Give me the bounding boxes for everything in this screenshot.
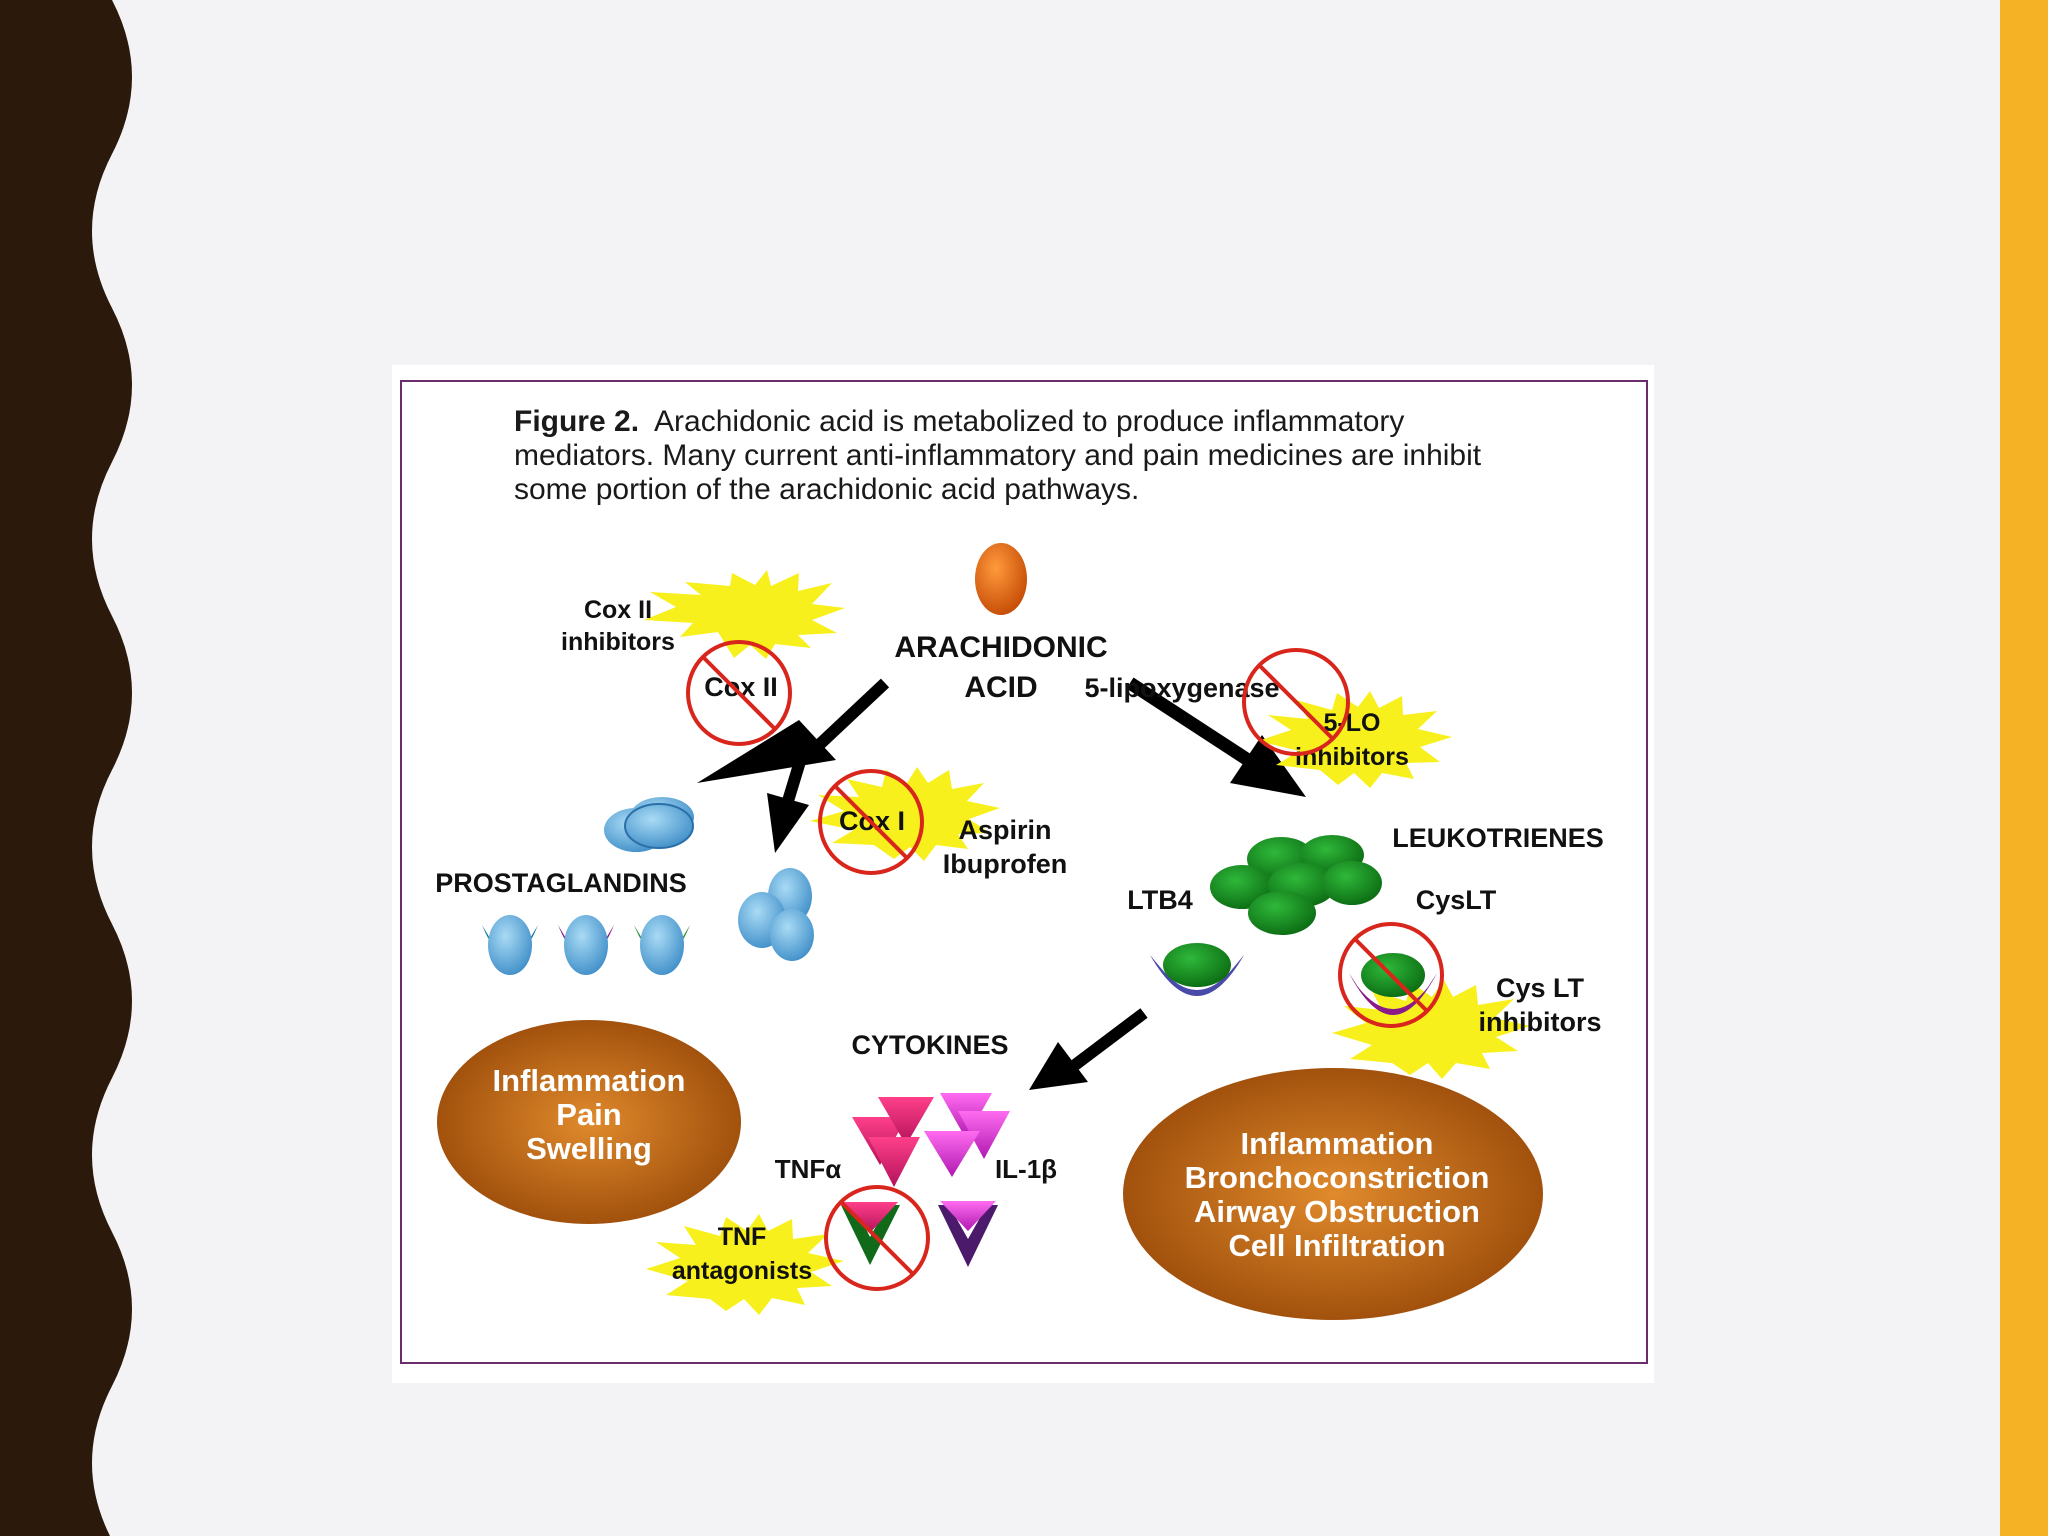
right-outcome-oval [1123, 1068, 1543, 1320]
prostaglandins-label: PROSTAGLANDINS [435, 868, 687, 898]
il1-receptor [938, 1201, 998, 1267]
il1b-label: IL-1β [995, 1154, 1057, 1184]
right-outcome-line2: Bronchoconstriction [1185, 1160, 1490, 1195]
right-outcome-line1: Inflammation [1241, 1126, 1434, 1161]
cytokine-triangles [852, 1093, 1010, 1187]
right-outcome-line3: Airway Obstruction [1194, 1194, 1480, 1229]
prostaglandin-receptors [482, 915, 690, 975]
tnf-antagonist-burst [646, 1214, 844, 1315]
left-outcome-line1: Inflammation [493, 1063, 686, 1098]
cox2-inhibitor-line1: Cox II [584, 596, 652, 624]
leukotriene-molecules [1210, 835, 1382, 935]
accent-bar [2000, 0, 2048, 1536]
aspirin-line1: Aspirin [958, 815, 1051, 845]
right-outcome-line4: Cell Infiltration [1229, 1228, 1446, 1263]
left-outcome-line3: Swelling [526, 1131, 652, 1166]
caption-label: Figure 2. [514, 405, 640, 438]
tnf-antagonist-line1: TNF [718, 1223, 767, 1251]
arrows [697, 677, 1306, 1090]
aspirin-burst [810, 767, 1000, 861]
cox2-inhibitor-line2: inhibitors [561, 628, 675, 656]
cyslt-inhibitor-line1: Cys LT [1496, 973, 1585, 1003]
figure-frame: ARACHIDONIC ACID Cox II inhibitors Aspir… [392, 365, 1654, 1383]
left-outcome-oval [437, 1020, 741, 1224]
wavy-left-border [0, 0, 132, 1536]
tnfa-label: TNFα [775, 1154, 842, 1184]
cyslt-label: CysLT [1416, 885, 1497, 915]
figure-caption: Figure 2. Arachidonic acid is metabolize… [514, 405, 1534, 507]
arachidonic-label-line2: ACID [964, 671, 1037, 704]
cytokines-label: CYTOKINES [851, 1030, 1008, 1060]
cyslt-inhibitor-line2: inhibitors [1479, 1007, 1602, 1037]
left-outcome-line2: Pain [556, 1097, 621, 1132]
leukotrienes-label: LEUKOTRIENES [1392, 823, 1604, 853]
prostaglandin-molecules [604, 797, 694, 852]
tnf-receptor [841, 1202, 900, 1265]
pathway-diagram: ARACHIDONIC ACID Cox II inhibitors Aspir… [400, 380, 1648, 1364]
caption-text: Arachidonic acid is metabolized to produ… [514, 405, 1482, 506]
prostaglandin-cluster [738, 868, 814, 961]
ltb4-label: LTB4 [1127, 885, 1193, 915]
lo5-inhibitor-line1: 5-LO [1324, 709, 1381, 737]
cox2-inhibitor-burst [644, 570, 845, 659]
arachidonic-label-line1: ARACHIDONIC [894, 631, 1107, 664]
inhibit-signs [686, 640, 1444, 1291]
arachidonic-acid-molecule [975, 543, 1027, 615]
cyslt-inhibitor-burst [1332, 980, 1530, 1079]
ltb4-receptor [1150, 943, 1244, 996]
lo5-inhibitor-line2: inhibitors [1295, 743, 1409, 771]
aspirin-line2: Ibuprofen [943, 849, 1067, 879]
tnf-antagonist-line2: antagonists [672, 1257, 812, 1285]
frame-border [400, 380, 1648, 1364]
